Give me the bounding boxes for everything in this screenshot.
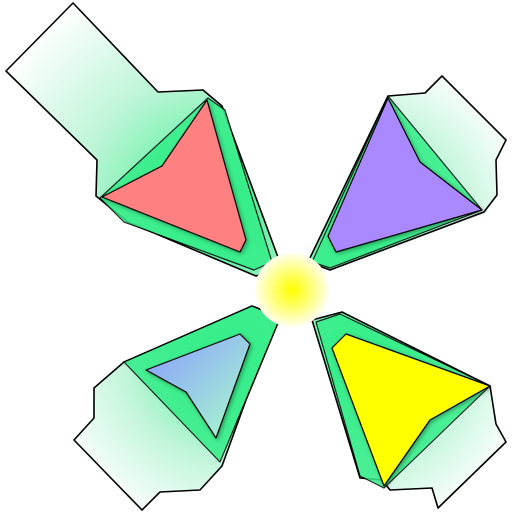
purple-triangle xyxy=(327,97,483,253)
center-glow xyxy=(255,253,329,327)
bottom-right-arm xyxy=(311,311,507,509)
top-right-arm xyxy=(307,75,507,271)
yellow-triangle xyxy=(331,333,491,487)
red-triangle xyxy=(101,99,247,253)
bottom-left-arm xyxy=(73,305,281,511)
top-left-arm xyxy=(5,2,283,277)
blue-triangle xyxy=(145,333,251,439)
